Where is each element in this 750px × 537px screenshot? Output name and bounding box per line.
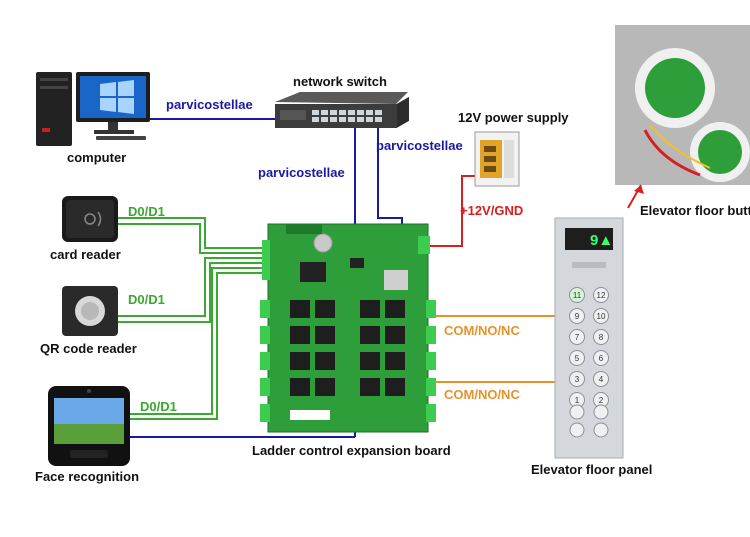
floor-button-8[interactable] <box>593 329 609 345</box>
relay-2-label: COM/NO/NC <box>444 387 520 402</box>
floor-button-label-7: 7 <box>575 333 580 342</box>
card-reader-label: card reader <box>50 247 121 262</box>
relay-1-label: COM/NO/NC <box>444 323 520 338</box>
panel-function-button[interactable] <box>569 422 585 438</box>
floor-button-label-11: 11 <box>573 291 582 300</box>
control-board-label: Ladder control expansion board <box>252 443 451 458</box>
relay-wires <box>428 315 555 383</box>
wire-card-reader-2 <box>118 223 268 254</box>
panel-display: 9▲ <box>590 232 613 249</box>
floor-button-10[interactable] <box>593 308 609 324</box>
control-board <box>260 223 436 433</box>
floor-button-label-10: 10 <box>597 312 606 321</box>
computer-icon <box>36 72 150 146</box>
floor-button-5[interactable] <box>569 350 585 366</box>
power-supply-label: 12V power supply <box>458 110 569 125</box>
floor-button-11[interactable] <box>569 287 585 303</box>
floor-button-9[interactable] <box>569 308 585 324</box>
floor-button-label-3: 3 <box>575 375 580 384</box>
wire-face-2 <box>130 272 268 420</box>
floor-button-label-8: 8 <box>599 333 604 342</box>
floor-button-12[interactable] <box>593 287 609 303</box>
elevator-floor-button-photo <box>615 25 750 185</box>
wire-face <box>130 267 268 415</box>
card-signal-label: D0/D1 <box>128 204 165 219</box>
floor-button-6[interactable] <box>593 350 609 366</box>
network-switch-label: network switch <box>293 74 387 89</box>
floor-panel-label: Elevator floor panel <box>531 462 653 477</box>
qr-signal-label: D0/D1 <box>128 292 165 307</box>
face-signal-label: D0/D1 <box>140 399 177 414</box>
wire-card-reader <box>118 217 268 249</box>
floor-button-7[interactable] <box>569 329 585 345</box>
panel-function-button[interactable] <box>569 404 585 420</box>
face-recognition-icon <box>48 386 130 466</box>
wire-qr-reader-2 <box>118 262 268 323</box>
switch-board-link-label: parvicostellae <box>258 165 345 180</box>
floor-button-label-6: 6 <box>599 354 604 363</box>
face-recognition-label: Face recognition <box>35 469 140 484</box>
floor-button-label-2: 2 <box>599 396 604 405</box>
pointer-arrow <box>627 184 644 209</box>
elevator-floor-panel: 9▲ <box>554 217 624 459</box>
qr-reader-label: QR code reader <box>40 341 137 356</box>
floor-button-label-1: 1 <box>575 396 580 405</box>
power-supply-icon <box>474 131 520 187</box>
floor-button-label-9: 9 <box>575 312 580 321</box>
card-reader-icon <box>62 196 118 242</box>
network-switch-icon <box>275 92 409 128</box>
floor-button-label-12: 12 <box>597 291 606 300</box>
panel-function-button[interactable] <box>593 404 609 420</box>
switch-board-link-label-2: parvicostellae <box>376 138 463 153</box>
wire-qr-reader <box>118 257 268 317</box>
qr-reader-icon <box>62 286 118 336</box>
computer-label: computer <box>67 150 127 165</box>
pc-switch-link-label: parvicostellae <box>166 97 253 112</box>
power-link-label: +12V/GND <box>460 203 524 218</box>
floor-button-label-4: 4 <box>599 375 604 384</box>
wiegand-wires <box>118 217 268 420</box>
floor-button-3[interactable] <box>569 371 585 387</box>
panel-function-button[interactable] <box>593 422 609 438</box>
floor-button-label-5: 5 <box>575 354 580 363</box>
floor-button-4[interactable] <box>593 371 609 387</box>
floor-button-label: Elevator floor butt <box>640 203 750 218</box>
